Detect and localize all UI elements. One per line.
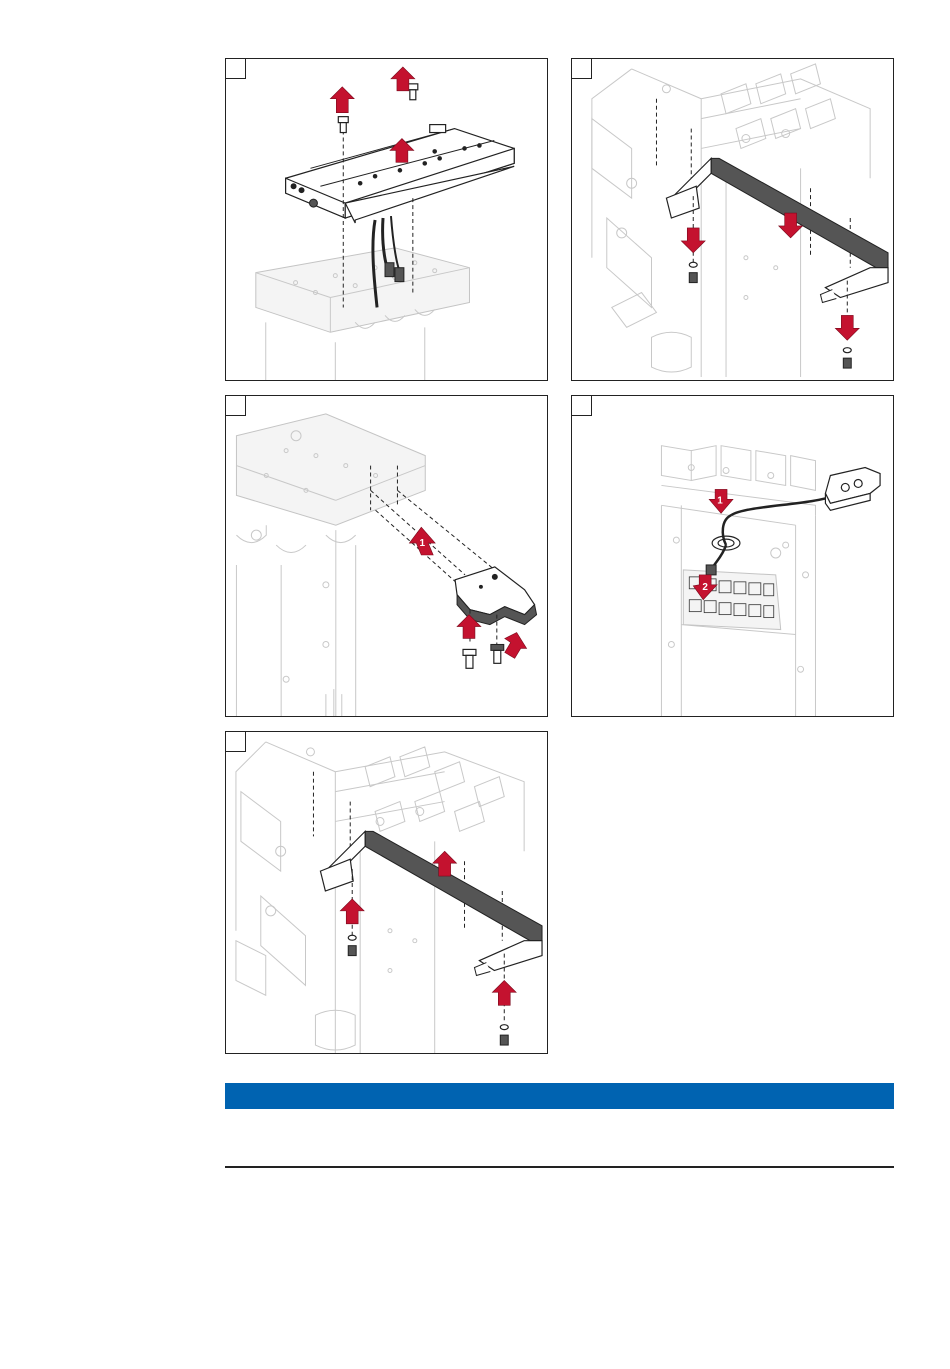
note-text <box>225 1120 894 1150</box>
screw-icon <box>408 84 418 100</box>
callout-1: 1 <box>409 527 435 555</box>
step-4-illustration: 1 2 <box>572 396 893 716</box>
step-4-panel: 1 2 <box>571 395 894 717</box>
note-header-bar <box>225 1083 894 1109</box>
svg-text:1: 1 <box>420 538 426 549</box>
step-5-number-box <box>226 732 246 752</box>
step-2-panel <box>571 58 894 381</box>
arrow-down-icon <box>835 315 859 340</box>
screw-icon <box>338 117 348 133</box>
step-2-illustration <box>572 59 893 380</box>
arrow-up-icon <box>505 633 527 659</box>
step-3-illustration: 1 <box>226 396 547 716</box>
step-5-illustration <box>226 732 547 1053</box>
step-5-panel <box>225 731 548 1054</box>
arrow-up-icon <box>492 980 516 1005</box>
note-bottom-rule <box>225 1166 894 1168</box>
svg-text:1: 1 <box>717 495 723 506</box>
step-1-number-box <box>226 59 246 79</box>
step-1-panel <box>225 58 548 381</box>
step-1-illustration <box>226 59 547 380</box>
svg-text:2: 2 <box>702 582 708 593</box>
callout-1: 1 <box>709 489 733 513</box>
arrow-up-icon <box>330 87 354 113</box>
step-4-number-box <box>572 396 592 416</box>
step-3-number-box <box>226 396 246 416</box>
step-2-number-box <box>572 59 592 79</box>
step-3-panel: 1 <box>225 395 548 717</box>
